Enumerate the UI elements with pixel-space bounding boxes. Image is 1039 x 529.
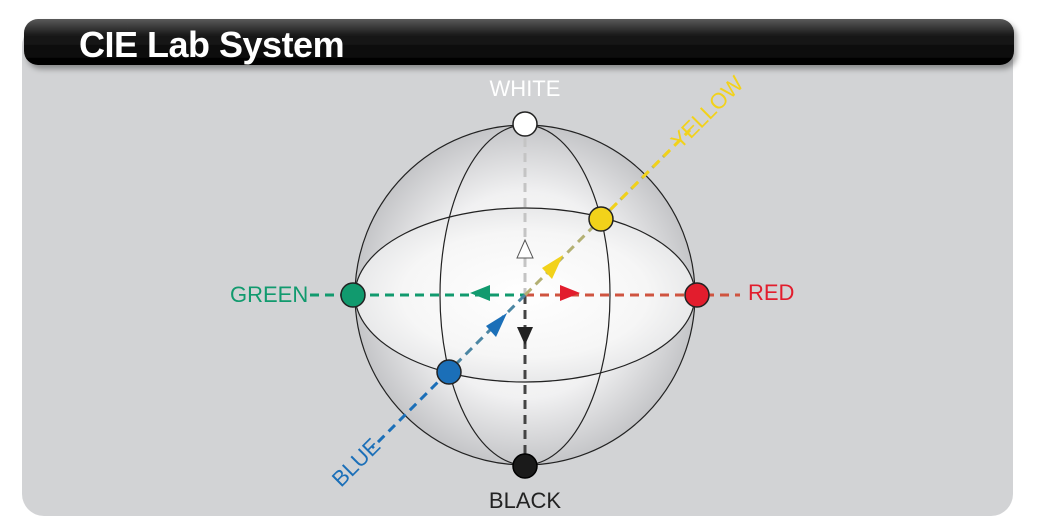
yellow-arrow-icon (542, 255, 563, 279)
white-arrow-icon (516, 238, 534, 259)
red-label: RED (748, 280, 794, 305)
black-point (512, 453, 538, 479)
yellow-axis-line-outer (598, 128, 692, 222)
blue-axis-line-outer (370, 370, 450, 450)
white-point (512, 111, 538, 137)
blue-point (436, 359, 462, 385)
green-arrow-icon (470, 285, 490, 301)
green-label: GREEN (230, 282, 308, 307)
yellow-point (588, 206, 614, 232)
header-bar (24, 19, 1014, 65)
blue-arrow-icon (486, 313, 507, 337)
green-point (340, 282, 366, 308)
white-label: WHITE (490, 76, 561, 101)
blue-axis-line (446, 293, 527, 374)
page-title: CIE Lab System (79, 24, 344, 65)
black-arrow-icon (517, 327, 533, 345)
red-point (684, 282, 710, 308)
red-arrow-icon (560, 285, 580, 301)
black-label: BLACK (489, 488, 561, 513)
